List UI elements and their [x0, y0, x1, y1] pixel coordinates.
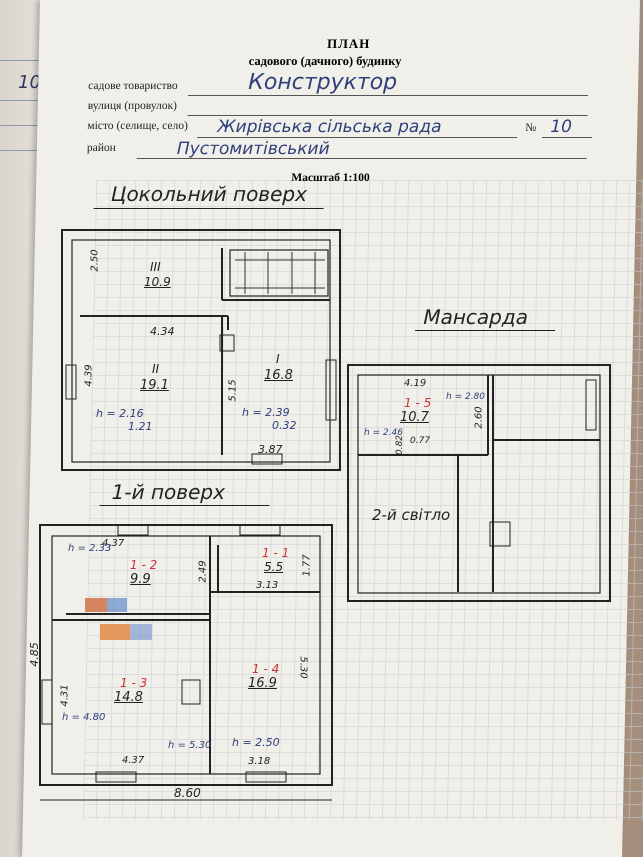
att-dim-077: 0.77: [410, 436, 431, 446]
ff-room14-area: 16.9: [248, 676, 277, 691]
ff-h-left: h = 4.80: [62, 712, 106, 723]
basement-outline: [61, 229, 341, 471]
bsm-room-i-h2: 0.32: [272, 419, 297, 432]
ff-room11-num: 1 - 1: [262, 546, 290, 560]
ff-dim-437-top: 4.37: [102, 538, 125, 549]
att-h-top: h = 2.80: [446, 392, 486, 402]
ff-room14-num: 1 - 4: [252, 662, 280, 676]
att-dim-260: 2.60: [473, 406, 485, 429]
bsm-room-iii-num: III: [150, 260, 161, 274]
bsm-room-i-area: 16.8: [264, 368, 293, 383]
ff-room11-area: 5.5: [264, 560, 284, 574]
stair-block: [229, 249, 329, 297]
ff-dim-318: 3.18: [248, 756, 271, 767]
bsm-room-i-h: h = 2.39: [242, 406, 290, 419]
bsm-dim-515: 5.15: [227, 379, 239, 402]
bsm-dim-387: 3.87: [258, 443, 283, 456]
bsm-dim-434: 4.34: [150, 325, 175, 338]
att-dim-419: 4.19: [404, 378, 427, 389]
bsm-room-ii-h2: 1.21: [128, 420, 153, 433]
bsm-room-ii-area: 19.1: [140, 378, 169, 393]
ff-dim-249: 2.49: [197, 560, 209, 583]
bsm-room-ii-h: h = 2.16: [96, 407, 144, 420]
bsm-room-ii-num: II: [152, 362, 160, 376]
ff-dim-485: 4.85: [27, 642, 41, 667]
side-number: 10: [18, 72, 41, 93]
ff-room12-area: 9.9: [130, 572, 151, 587]
ff-dim-177: 1.77: [301, 554, 313, 577]
bsm-room-iii-area: 10.9: [144, 275, 171, 289]
att-dim-082: 0.82: [395, 434, 406, 456]
att-second-light: 2-й світло: [372, 506, 451, 524]
att-room-area: 10.7: [400, 410, 429, 425]
ff-dim-530: 5.30: [297, 656, 309, 679]
ff-room13-num: 1 - 3: [120, 676, 148, 690]
ff-dim-313: 3.13: [256, 580, 279, 591]
ff-room13-area: 14.8: [114, 690, 143, 705]
bsm-room-i-num: I: [276, 352, 280, 366]
att-room-num: 1 - 5: [404, 396, 432, 410]
ff-dim-431: 4.31: [59, 684, 71, 707]
ff-dim-437-bottom: 4.37: [122, 755, 145, 766]
att-h-left: h = 2.46: [364, 428, 404, 438]
ff-h-top: h = 2.33: [68, 543, 112, 554]
ff-h-bottom: h = 5.30: [168, 740, 212, 751]
first-floor-outline: [39, 524, 333, 786]
ff-room12-num: 1 - 2: [130, 558, 158, 572]
attic-outline: [347, 364, 611, 602]
bsm-dim-439: 4.39: [83, 364, 95, 387]
ff-h-right: h = 2.50: [232, 736, 280, 749]
bsm-dim-250: 2.50: [89, 249, 101, 272]
ff-dim-total: 8.60: [174, 786, 201, 800]
